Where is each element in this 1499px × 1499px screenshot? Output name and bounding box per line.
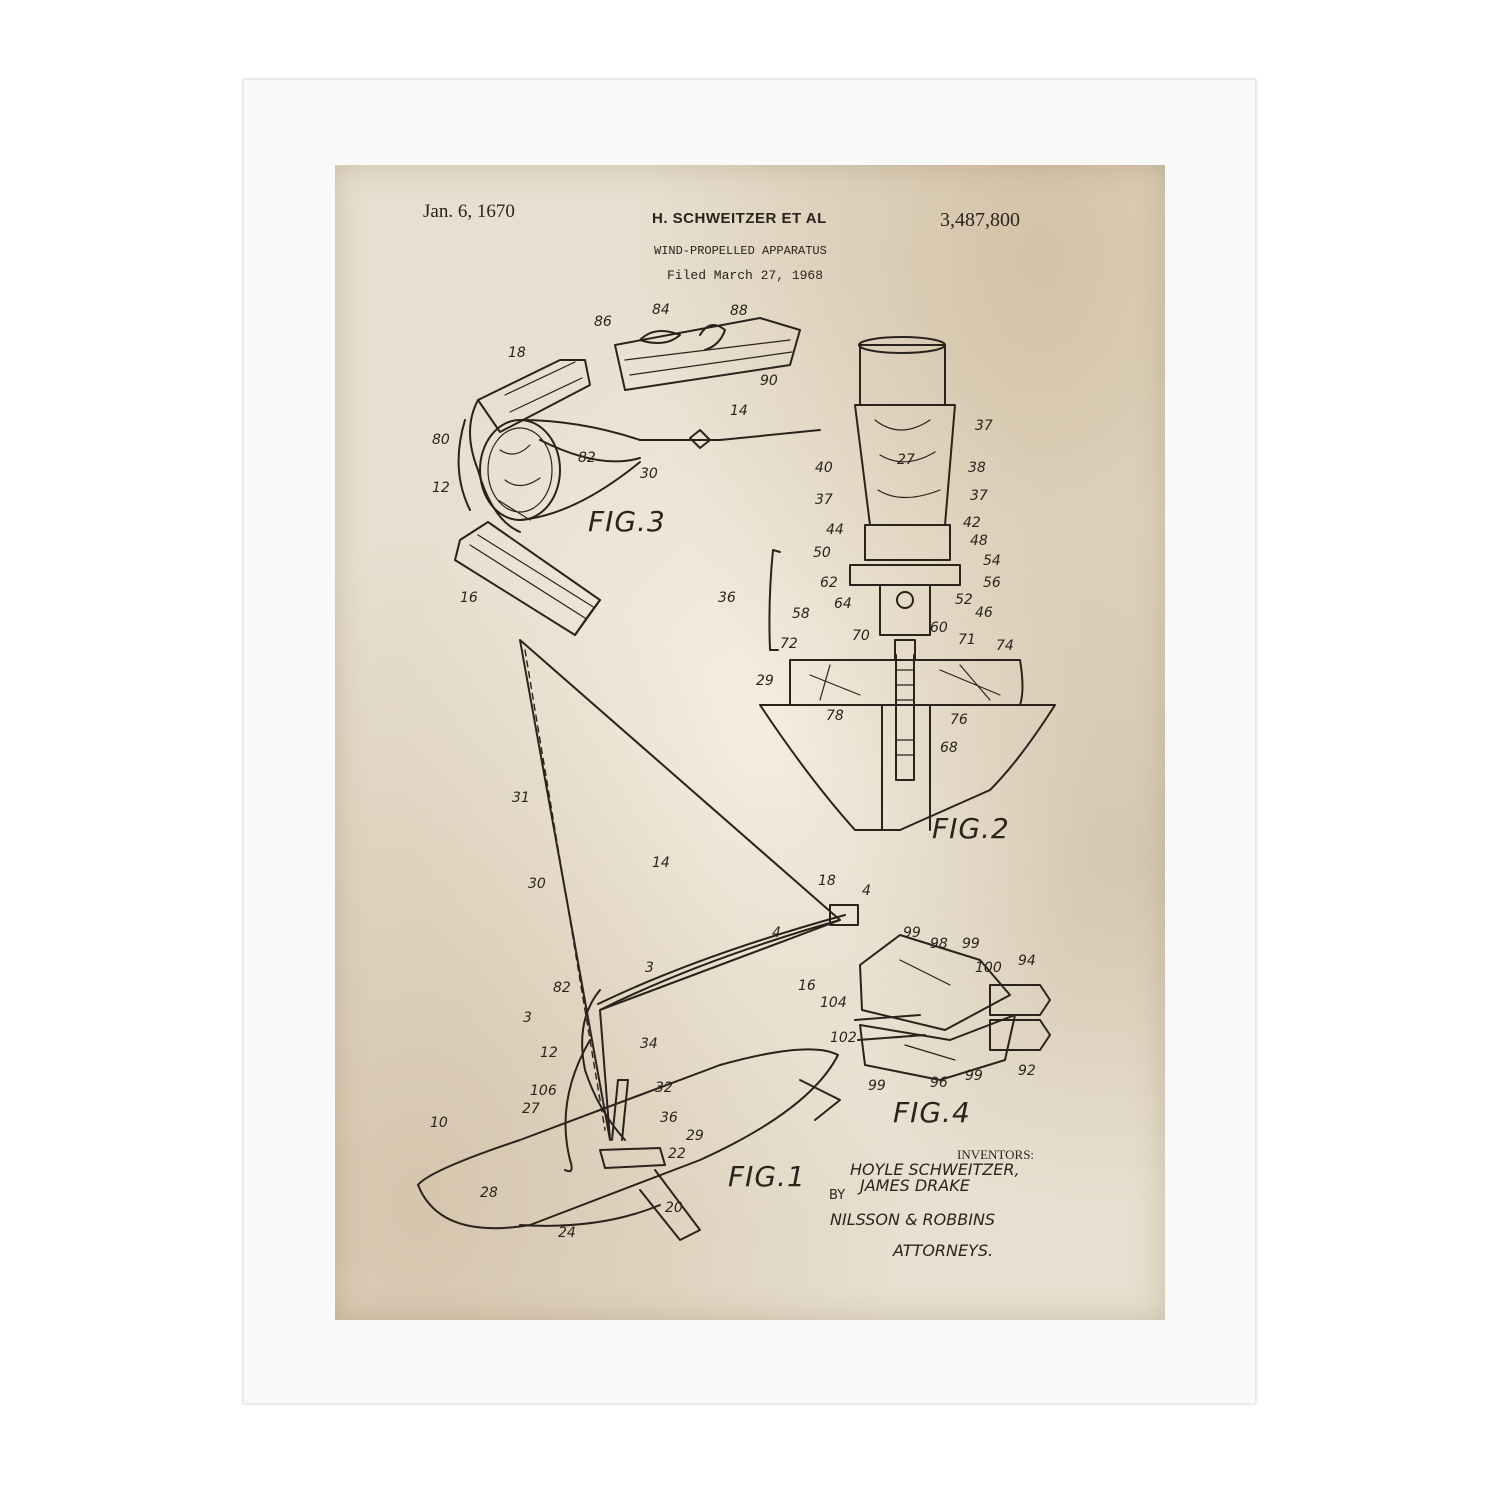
- patent-title: WIND-PROPELLED APPARATUS: [654, 244, 827, 258]
- ref-numeral: 78: [826, 708, 844, 724]
- ref-numeral: 29: [756, 673, 774, 689]
- inventor-name-2: JAMES DRAKE: [860, 1176, 970, 1195]
- ref-numeral: 94: [1018, 953, 1036, 969]
- ref-numeral: 29: [686, 1128, 704, 1144]
- ref-numeral: 54: [983, 553, 1001, 569]
- ref-numeral: 84: [652, 302, 670, 318]
- ref-numeral: 16: [460, 590, 478, 606]
- ref-numeral: 76: [950, 712, 968, 728]
- ref-numeral: 20: [665, 1200, 683, 1216]
- ref-numeral: 40: [815, 460, 833, 476]
- ref-numeral: 70: [852, 628, 870, 644]
- patent-date: Jan. 6, 1670: [423, 201, 515, 222]
- ref-numeral: 12: [432, 480, 450, 496]
- ref-numeral: 104: [820, 995, 847, 1011]
- ref-numeral: 90: [760, 373, 778, 389]
- ref-numeral: 102: [830, 1030, 857, 1046]
- ref-numeral: 50: [813, 545, 831, 561]
- fig2-label: FIG.2: [932, 812, 1010, 845]
- by-label: BY: [829, 1188, 846, 1203]
- ref-numeral: 3: [645, 960, 654, 976]
- ref-numeral: 96: [930, 1075, 948, 1091]
- ref-numeral: 10: [430, 1115, 448, 1131]
- fig3-detail-drawing: [614, 317, 801, 391]
- ref-numeral: 22: [668, 1146, 686, 1162]
- ref-numeral: 82: [578, 450, 596, 466]
- ref-numeral: 4: [772, 925, 781, 941]
- patent-filed-date: Filed March 27, 1968: [667, 268, 824, 283]
- ref-numeral: 12: [540, 1045, 558, 1061]
- ref-numeral: 37: [970, 488, 988, 504]
- ref-numeral: 48: [970, 533, 988, 549]
- ref-numeral: 56: [983, 575, 1001, 591]
- ref-numeral: 88: [730, 303, 748, 319]
- ref-numeral: 82: [553, 980, 571, 996]
- fig4-drawing: [854, 934, 1051, 1081]
- ref-numeral: 100: [975, 960, 1002, 976]
- patent-number: 3,487,800: [940, 209, 1020, 231]
- ref-numeral: 62: [820, 575, 838, 591]
- ref-numeral: 86: [594, 314, 612, 330]
- ref-numeral: 27: [522, 1101, 540, 1117]
- ref-numeral: 24: [558, 1225, 576, 1241]
- ref-numeral: 16: [798, 978, 816, 994]
- ref-numeral: 74: [996, 638, 1014, 654]
- ref-numeral: 98: [930, 936, 948, 952]
- ref-numeral: 18: [508, 345, 526, 361]
- ref-numeral: 106: [530, 1083, 557, 1099]
- fig3-label: FIG.3: [588, 505, 666, 538]
- ref-numeral: 30: [640, 466, 658, 482]
- ref-numeral: 42: [963, 515, 981, 531]
- ref-numeral: 32: [655, 1080, 673, 1096]
- ref-numeral: 14: [652, 855, 670, 871]
- ref-numeral: 37: [975, 418, 993, 434]
- attorneys-label: ATTORNEYS.: [893, 1241, 994, 1260]
- ref-numeral: 30: [528, 876, 546, 892]
- ref-numeral: 64: [834, 596, 852, 612]
- ref-numeral: 99: [903, 925, 921, 941]
- ref-numeral: 38: [968, 460, 986, 476]
- ref-numeral: 99: [965, 1068, 983, 1084]
- inventor-name-1: HOYLE SCHWEITZER,: [850, 1160, 1020, 1179]
- inventors-heading: INVENTORS:: [957, 1147, 1035, 1162]
- ref-numeral: 60: [930, 620, 948, 636]
- ref-numeral: 58: [792, 606, 810, 622]
- ref-numeral: 34: [640, 1036, 658, 1052]
- ref-numeral: 36: [660, 1110, 678, 1126]
- fig3-drawing: [454, 359, 821, 636]
- fig1-drawing: [417, 639, 859, 1241]
- ref-numeral: 72: [780, 636, 798, 652]
- fig2-drawing: [759, 336, 1056, 831]
- ref-numeral: 3: [523, 1010, 532, 1026]
- ref-numeral: 52: [955, 592, 973, 608]
- ref-numeral: 46: [975, 605, 993, 621]
- ref-numeral: 28: [480, 1185, 498, 1201]
- ref-numeral: 37: [815, 492, 833, 508]
- fig4-label: FIG.4: [893, 1096, 971, 1129]
- ref-numeral: 99: [868, 1078, 886, 1094]
- ref-numeral: 36: [718, 590, 736, 606]
- ref-numeral: 18: [818, 873, 836, 889]
- patent-inventor: H. SCHWEITZER ET AL: [652, 210, 827, 227]
- ref-numeral: 68: [940, 740, 958, 756]
- fig1-label: FIG.1: [728, 1160, 806, 1193]
- ref-numeral: 80: [432, 432, 450, 448]
- ref-numeral: 14: [730, 403, 748, 419]
- ref-numeral: 92: [1018, 1063, 1036, 1079]
- ref-numeral: 31: [512, 790, 530, 806]
- attorney-firm: NILSSON & ROBBINS: [830, 1210, 996, 1229]
- ref-numeral: 44: [826, 522, 844, 538]
- ref-numeral: 4: [862, 883, 871, 899]
- ref-numeral: 27: [897, 452, 915, 468]
- ref-numeral: 99: [962, 936, 980, 952]
- ref-numeral: 71: [958, 632, 976, 648]
